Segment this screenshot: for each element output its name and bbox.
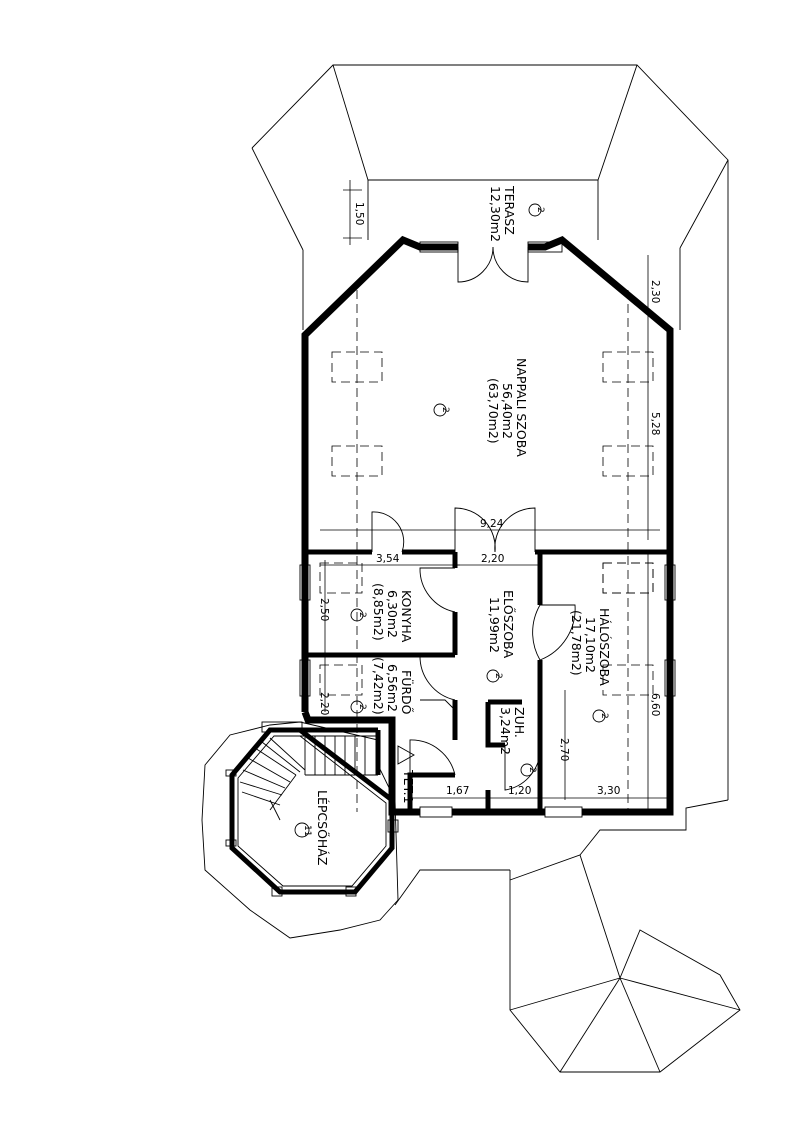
dim-2-20-b: 2,20: [318, 692, 330, 715]
furdo-code: 2: [357, 704, 367, 710]
dimension-lines: [320, 180, 670, 812]
nappali-name: NAPPALI SZOBA: [514, 358, 529, 457]
staircase: [225, 721, 399, 897]
room-code-markers: [294, 203, 606, 838]
haloszoba-area-total: (21,78m2): [569, 610, 584, 676]
roof-windows: [319, 290, 654, 812]
nappali-area: 56,40m2: [500, 383, 515, 439]
dim-1-67: 1,67: [446, 785, 469, 797]
dim-2-30: 2,30: [649, 280, 661, 303]
furdo-name: FÜRDŐ: [399, 670, 415, 715]
dim-1-50: 1,50: [353, 202, 365, 225]
terasz-code: 2: [535, 207, 545, 213]
dim-2-70: 2,70: [558, 738, 570, 761]
dim-5-28: 5,28: [649, 412, 661, 435]
konyha-area: 6,30m2: [385, 590, 400, 638]
zuh-name: ZUH.: [512, 707, 527, 738]
konyha-name: KONYHA: [399, 590, 414, 643]
room-labels: 2 TERASZ 12,30m2 NAPPALI SZOBA 56,40m2 (…: [302, 185, 612, 865]
terasz-area: 12,30m2: [488, 186, 503, 242]
doors: [371, 246, 576, 791]
zuh-area: 3,24m2: [498, 707, 513, 755]
roof-outline: [201, 64, 741, 1073]
terasz-name: TERASZ: [502, 185, 517, 235]
entry-label: TET.1: [401, 769, 416, 804]
dim-2-20-a: 2,20: [481, 553, 504, 565]
dim-3-54: 3,54: [376, 553, 400, 565]
eloszoba-name: ELŐSZOBA: [501, 590, 516, 659]
furdo-area: 6,56m2: [385, 664, 400, 712]
dimension-labels: 1,50 2,30 5,28 9,24 3,54 2,20 2,50 2,20 …: [318, 202, 661, 797]
zuh-code: 2: [527, 767, 537, 773]
eloszoba-code: 2: [493, 673, 503, 679]
nappali-code: 2: [440, 407, 450, 413]
konyha-area-total: (8,85m2): [371, 583, 386, 641]
entry-marker-icon: [397, 745, 415, 765]
haloszoba-area: 17,10m2: [583, 617, 598, 673]
dim-9-24: 9,24: [480, 518, 504, 530]
dim-6-60: 6,60: [649, 693, 661, 716]
konyha-code: 2: [357, 612, 367, 618]
lepcsohaz-name: LÉPCSŐHÁZ: [315, 790, 330, 865]
lepcsohaz-code: 11: [302, 825, 312, 836]
haloszoba-code: 2: [599, 713, 609, 719]
furdo-area-total: (7,42m2): [371, 657, 386, 715]
dim-2-50: 2,50: [318, 598, 330, 621]
dim-1-20: 1,20: [508, 785, 531, 797]
nappali-area-total: (63,70m2): [486, 378, 501, 444]
dim-3-30: 3,30: [597, 785, 620, 797]
eloszoba-area: 11,99m2: [487, 597, 502, 653]
haloszoba-name: HÁLÓSZOBA: [597, 608, 612, 686]
